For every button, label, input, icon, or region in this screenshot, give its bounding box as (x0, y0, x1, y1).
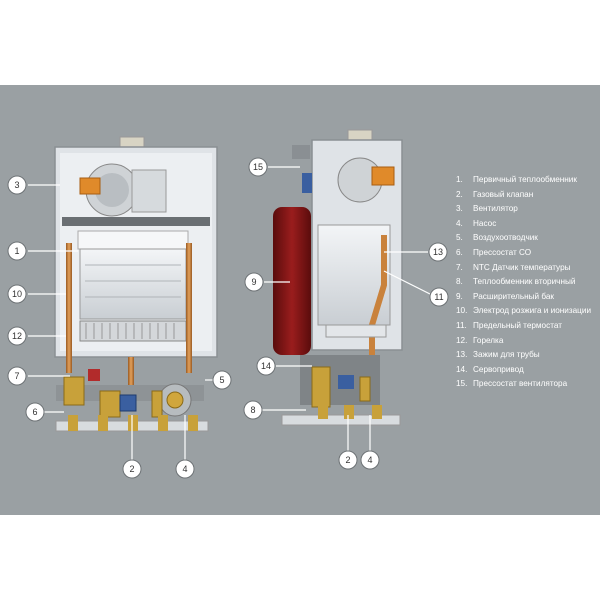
svg-text:2: 2 (345, 455, 350, 465)
svg-text:10: 10 (12, 289, 22, 299)
svg-text:8: 8 (250, 405, 255, 415)
legend-item: 6. Прессостат СО (456, 246, 600, 261)
callout-12: 12 (7, 326, 27, 346)
legend-text: Прессостат СО (473, 247, 532, 257)
diagram-panel: 3 1 10 12 7 5 6 2 4 15 9 14 8 13 11 2 4 … (0, 85, 600, 515)
svg-text:11: 11 (434, 292, 443, 302)
legend-item: 3. Вентилятор (456, 202, 600, 217)
svg-text:9: 9 (251, 277, 256, 287)
callout-5: 5 (212, 370, 232, 390)
legend-item: 4. Насос (456, 217, 600, 232)
legend-text: Сервопривод (473, 364, 524, 374)
svg-text:5: 5 (219, 375, 224, 385)
legend-item: 12. Горелка (456, 334, 600, 349)
expansion-tank (273, 207, 311, 355)
legend-number: 2. (456, 189, 463, 199)
legend-text: Насос (473, 218, 497, 228)
callout-14: 14 (256, 356, 276, 376)
legend-text: Электрод розжига и ионизации (473, 306, 592, 316)
legend-number: 9. (456, 291, 463, 301)
legend-number: 1. (456, 175, 463, 184)
svg-text:15: 15 (253, 162, 263, 172)
legend-text: Воздухоотводчик (473, 233, 538, 243)
svg-text:4: 4 (367, 455, 372, 465)
legend-item: 9. Расширительный бак (456, 290, 600, 305)
legend-item: 13. Зажим для трубы (456, 348, 600, 363)
callout-15: 15 (248, 157, 268, 177)
legend-item: 10. Электрод розжига и ионизации (456, 304, 600, 319)
callout-6: 6 (25, 402, 45, 422)
svg-text:14: 14 (261, 361, 271, 371)
legend-text: Первичный теплообменник (473, 175, 577, 184)
legend-number: 14. (456, 364, 468, 374)
burner (79, 320, 187, 342)
legend-item: 11. Предельный термостат (456, 319, 600, 334)
svg-text:13: 13 (433, 247, 443, 257)
legend-text: Горелка (473, 335, 504, 345)
callout-1: 1 (7, 241, 27, 261)
svg-text:4: 4 (182, 464, 187, 474)
legend-text: Расширительный бак (473, 291, 554, 301)
legend-text: Прессостат вентилятора (473, 379, 568, 389)
parts-legend: 1. Первичный теплообменник 2. Газовый клапа… (456, 173, 600, 392)
callout-2: 2 (122, 459, 142, 479)
callout-4: 4 (175, 459, 195, 479)
legend-text: Теплообменник вторичный (473, 277, 576, 287)
callout-10: 10 (7, 284, 27, 304)
legend-item: 8. Теплообменник вторичный (456, 275, 600, 290)
svg-text:2: 2 (129, 464, 134, 474)
legend-number: 3. (456, 204, 463, 214)
legend-item: 1. Первичный теплообменник (456, 173, 600, 188)
svg-text:12: 12 (12, 331, 22, 341)
svg-text:3: 3 (14, 180, 19, 190)
legend-text: Предельный термостат (473, 320, 562, 330)
svg-text:7: 7 (14, 371, 19, 381)
legend-item: 7. NTC Датчик температуры (456, 261, 600, 276)
legend-number: 12. (456, 335, 468, 345)
callout-11: 11 (429, 287, 449, 307)
callout-8: 8 (243, 400, 263, 420)
legend-number: 8. (456, 277, 463, 287)
svg-text:6: 6 (32, 407, 37, 417)
boiler-diagram: 3 1 10 12 7 5 6 2 4 15 9 14 8 13 11 2 4 (7, 129, 449, 479)
legend-text: NTC Датчик температуры (473, 262, 571, 272)
legend-number: 15. (456, 379, 468, 389)
callout-7: 7 (7, 366, 27, 386)
legend-text: Вентилятор (473, 204, 518, 214)
primary-heat-exchanger (77, 230, 189, 320)
svg-text:1: 1 (14, 246, 19, 256)
legend-number: 5. (456, 233, 463, 243)
fan (79, 163, 167, 217)
callout-3: 3 (7, 175, 27, 195)
legend-item: 15. Прессостат вентилятора (456, 377, 600, 392)
legend-number: 11. (456, 320, 467, 330)
side-view-boiler (273, 129, 403, 426)
legend-number: 6. (456, 247, 463, 257)
legend-number: 10. (456, 306, 468, 316)
legend-number: 13. (456, 350, 468, 360)
legend-number: 4. (456, 218, 463, 228)
leader-lines (28, 166, 433, 460)
callout-13: 13 (428, 242, 448, 262)
legend-item: 5. Воздухоотводчик (456, 231, 600, 246)
legend-text: Газовый клапан (473, 189, 534, 199)
front-view-boiler (54, 136, 218, 432)
legend-item: 14. Сервопривод (456, 363, 600, 378)
legend-text: Зажим для трубы (473, 350, 540, 360)
callout-9: 9 (244, 272, 264, 292)
legend-item: 2. Газовый клапан (456, 188, 600, 203)
callout-2-side: 2 (338, 450, 358, 470)
callout-4-side: 4 (360, 450, 380, 470)
legend-number: 7. (456, 262, 463, 272)
